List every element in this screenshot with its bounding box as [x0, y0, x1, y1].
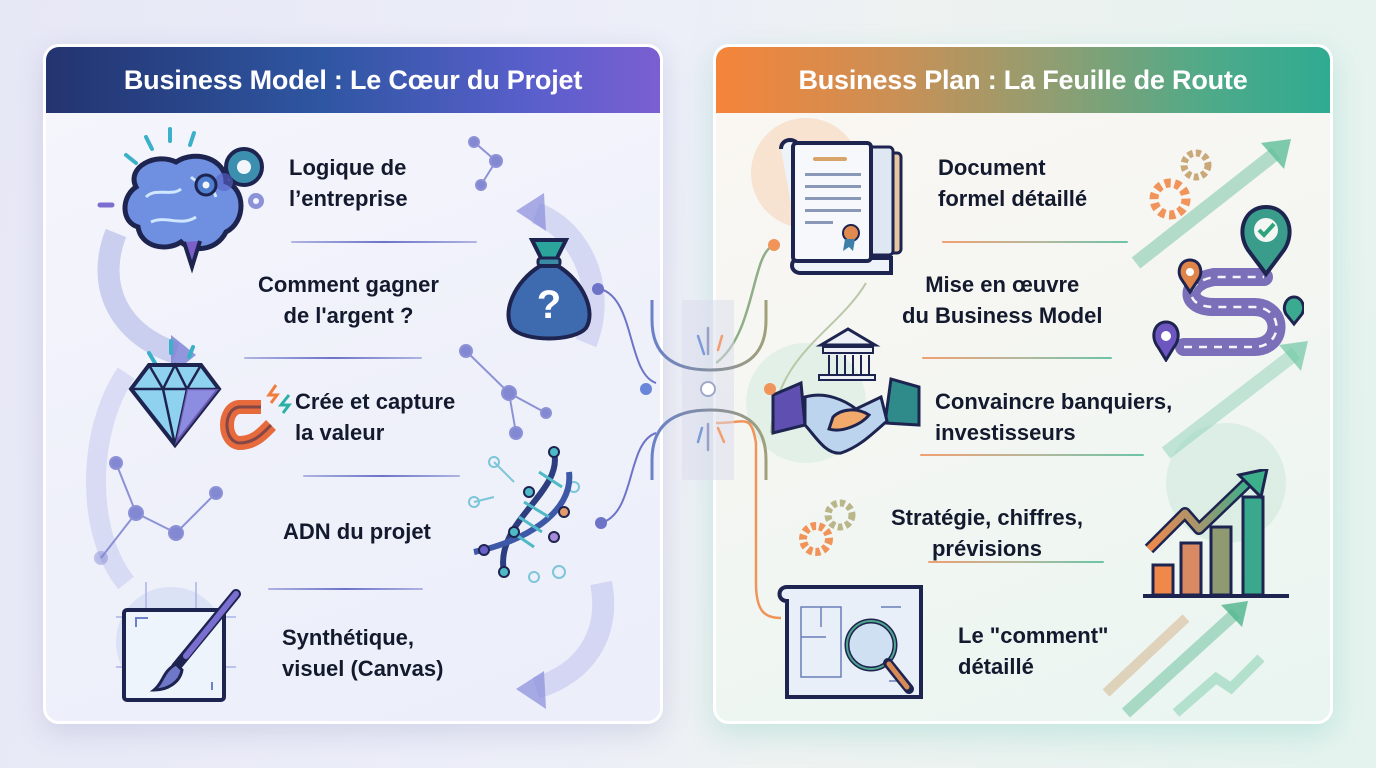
- item-comment-detaille: Le "comment" détaillé: [958, 623, 1109, 679]
- gears-icon: [1149, 149, 1212, 220]
- business-model-panel: Business Model : Le Cœur du Projet: [43, 44, 663, 724]
- business-plan-panel: Business Plan : La Feuille de Route Docu…: [713, 44, 1333, 724]
- item-strategie: Stratégie, chiffres, prévisions: [891, 505, 1083, 561]
- roadmap-pins-icon: [1152, 204, 1304, 362]
- divider: [291, 241, 477, 243]
- item-logique-entreprise: Logique de l’entreprise: [289, 155, 408, 211]
- divider: [303, 475, 460, 477]
- divider: [928, 561, 1104, 563]
- dna-helix-icon: [468, 446, 580, 583]
- document-scroll-icon: [779, 138, 903, 275]
- brain-gears-icon: [97, 127, 264, 274]
- item-gagner-argent: Comment gagner de l'argent ?: [258, 272, 439, 328]
- divider: [244, 357, 422, 359]
- divider: [942, 241, 1128, 243]
- canvas-paintbrush-icon: [116, 582, 241, 702]
- item-synthetique-canvas: Synthétique, visuel (Canvas): [282, 625, 444, 681]
- divider: [922, 357, 1112, 359]
- blueprint-magnifier-icon: [777, 585, 923, 699]
- item-valeur: Crée et capture la valeur: [295, 389, 456, 445]
- money-bag-question-icon: ?: [506, 238, 592, 341]
- svg-text:?: ?: [537, 283, 561, 327]
- diamond-magnet-icon: [128, 339, 292, 451]
- business-plan-title: Business Plan : La Feuille de Route: [716, 47, 1330, 113]
- item-document-formel: Document formel détaillé: [938, 155, 1088, 211]
- business-model-title: Business Model : Le Cœur du Projet: [46, 47, 660, 113]
- item-mise-en-oeuvre: Mise en œuvre du Business Model: [902, 272, 1103, 328]
- bank-handshake-icon: [771, 327, 921, 455]
- gears-icon: [799, 499, 856, 556]
- growth-bar-chart-icon: [1143, 469, 1289, 598]
- item-convaincre: Convaincre banquiers, investisseurs: [935, 389, 1173, 445]
- divider: [920, 454, 1144, 456]
- divider: [268, 588, 423, 590]
- item-adn-projet: ADN du projet: [283, 519, 431, 544]
